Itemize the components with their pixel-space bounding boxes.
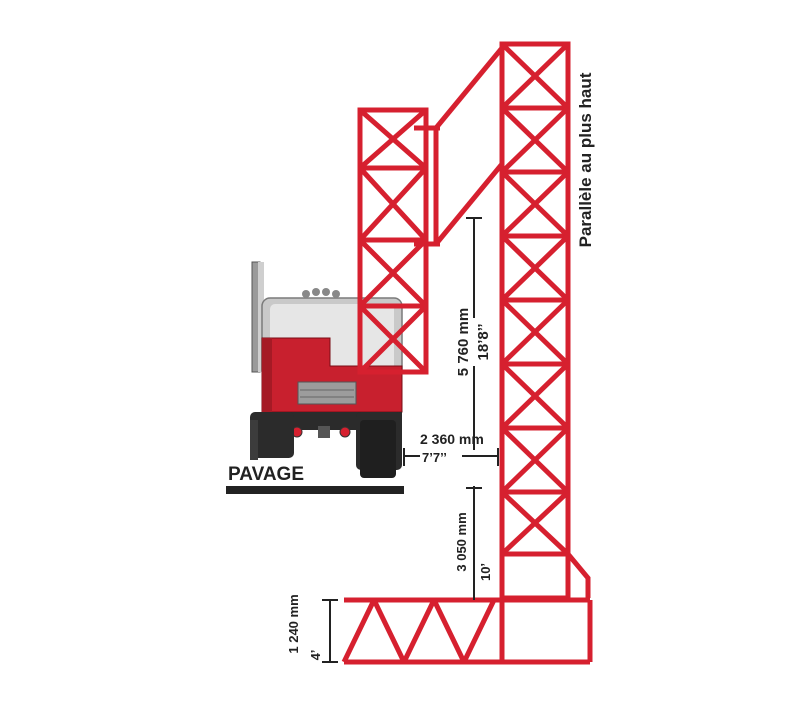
dim-base-imperial: 4’ — [308, 650, 323, 661]
dim-horizontal-mm: 2 360 mm — [420, 431, 484, 447]
dimension-lines — [322, 217, 499, 663]
pavement-line — [226, 486, 404, 494]
pavage-label: PAVAGE — [228, 464, 304, 485]
dim-vertical-main-mm: 5 760 mm — [455, 308, 472, 376]
dim-base-mm: 1 240 mm — [286, 594, 301, 653]
orientation-label: Parallèle au plus haut — [576, 72, 595, 247]
dim-vertical-lower-imperial: 10’ — [478, 563, 493, 581]
truck-rear-icon — [250, 261, 403, 478]
dim-vertical-main-imperial: 18’8’’ — [475, 324, 492, 361]
bridge-truss-icon — [341, 41, 593, 665]
dim-horizontal-imperial: 7’7’’ — [422, 450, 447, 465]
dim-vertical-lower-mm: 3 050 mm — [454, 512, 469, 571]
